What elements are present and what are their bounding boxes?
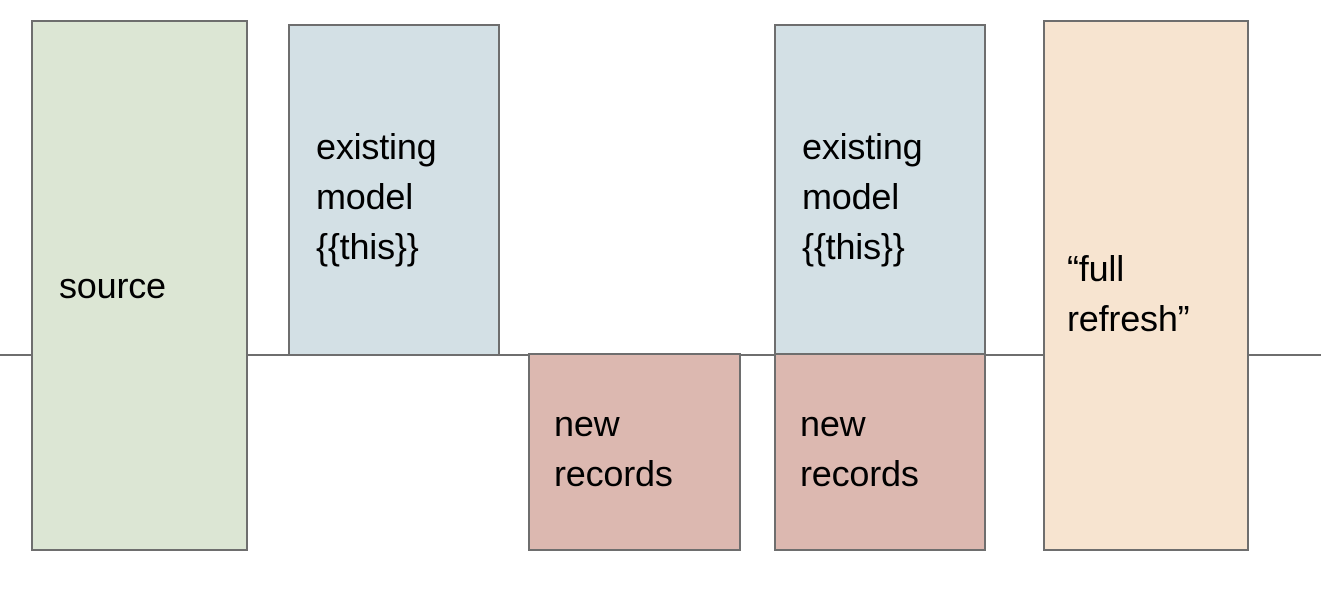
box-existing-model-2-label: existing model {{this}} [802, 126, 923, 267]
box-source-label: source [59, 264, 166, 306]
box-new-records-1-label: new records [554, 403, 673, 494]
box-source[interactable]: source [31, 20, 248, 551]
box-new-records-2[interactable]: new records [774, 353, 986, 551]
box-existing-model-1[interactable]: existing model {{this}} [288, 24, 500, 356]
box-full-refresh-label: “full refresh” [1067, 248, 1190, 339]
box-new-records-2-label: new records [800, 403, 919, 494]
box-new-records-1[interactable]: new records [528, 353, 741, 551]
box-existing-model-2[interactable]: existing model {{this}} [774, 24, 986, 356]
box-existing-model-1-label: existing model {{this}} [316, 126, 437, 267]
box-full-refresh[interactable]: “full refresh” [1043, 20, 1249, 551]
